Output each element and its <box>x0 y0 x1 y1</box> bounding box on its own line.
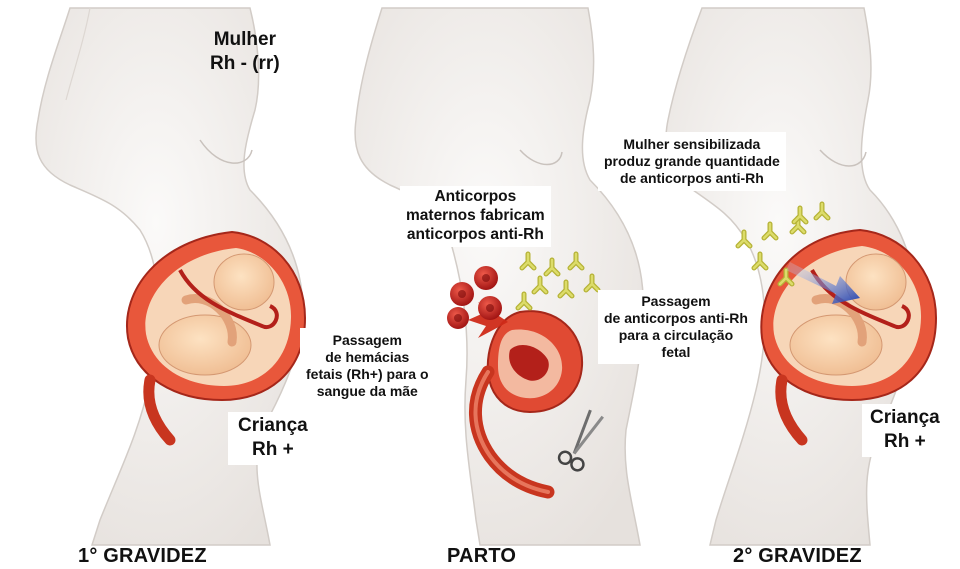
mother-label-line: Mulher <box>210 28 280 52</box>
birth-passage-line: fetais (Rh+) para o <box>306 366 429 383</box>
panel-title-birth: PARTO <box>447 545 516 567</box>
birth-passage-label: Passagem de hemácias fetais (Rh+) para o… <box>300 328 435 404</box>
child-label-right: Criança Rh + <box>862 404 948 457</box>
child-label-line: Rh + <box>238 438 308 462</box>
birth-antibodies-line: anticorpos anti-Rh <box>406 226 545 245</box>
fetal-passage-line: para a circulação <box>604 327 748 344</box>
fetal-passage-line: Passagem <box>604 293 748 310</box>
child-label-left: Criança Rh + <box>228 412 318 465</box>
sensitized-label: Mulher sensibilizada produz grande quant… <box>598 132 786 191</box>
birth-passage-line: de hemácias <box>306 349 429 366</box>
mother-label-line: Rh - (rr) <box>210 52 280 76</box>
sensitized-line: produz grande quantidade <box>604 153 780 170</box>
birth-passage-line: Passagem <box>306 332 429 349</box>
child-label-line: Rh + <box>870 430 940 454</box>
sensitized-line: de anticorpos anti-Rh <box>604 170 780 187</box>
fetal-passage-line: fetal <box>604 344 748 361</box>
birth-antibodies-line: Anticorpos <box>406 188 545 207</box>
fetal-passage-label: Passagem de anticorpos anti-Rh para a ci… <box>598 290 754 364</box>
mother-label: Mulher Rh - (rr) <box>210 28 280 77</box>
child-label-line: Criança <box>238 414 308 438</box>
child-label-line: Criança <box>870 406 940 430</box>
birth-antibodies-label: Anticorpos maternos fabricam anticorpos … <box>400 186 551 247</box>
fetal-passage-line: de anticorpos anti-Rh <box>604 310 748 327</box>
birth-passage-line: sangue da mãe <box>306 383 429 400</box>
birth-antibodies-line: maternos fabricam <box>406 207 545 226</box>
panel-title-first: 1° GRAVIDEZ <box>78 545 207 567</box>
sensitized-line: Mulher sensibilizada <box>604 136 780 153</box>
panel-title-second: 2° GRAVIDEZ <box>733 545 862 567</box>
